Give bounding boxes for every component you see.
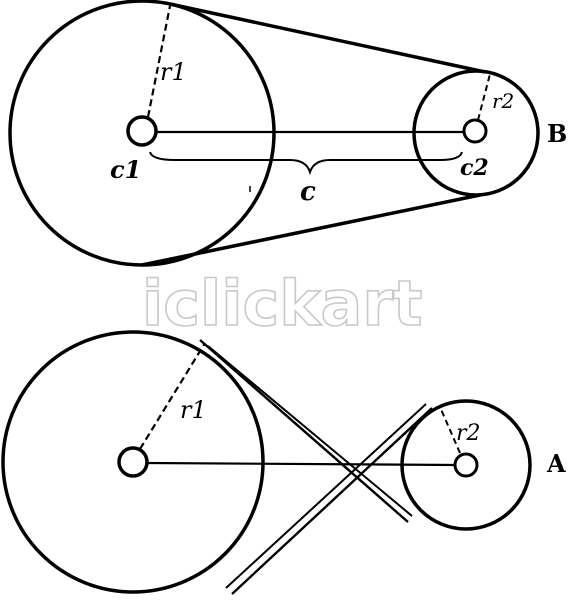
- open-radius-1: [146, 5, 172, 118]
- open-label-c2: c2: [460, 155, 489, 181]
- crossed-large-pulley: [1, 330, 265, 594]
- crossed-small-hub: [453, 452, 479, 478]
- crossed-belt-2b: [225, 403, 427, 589]
- crossed-label-A: A: [546, 449, 566, 478]
- open-belt-figure: r1 r2 c1 c2 c B: [8, 0, 567, 267]
- crossed-label-r1: r1: [180, 396, 207, 424]
- open-label-B: B: [547, 119, 567, 148]
- crossed-center-line: [146, 461, 456, 467]
- open-label-c1: c1: [110, 155, 141, 184]
- open-belt-bottom: [141, 193, 481, 267]
- open-label-c: c: [300, 177, 316, 207]
- open-large-hub: [126, 115, 158, 147]
- open-label-r1: r1: [160, 58, 187, 86]
- open-label-r2: r2: [492, 89, 514, 113]
- open-small-hub: [462, 118, 488, 144]
- crossed-belt-1b: [207, 345, 413, 517]
- crossed-belt-figure: r1 r2 A: [1, 330, 566, 595]
- crossed-radius-2: [439, 406, 461, 454]
- crossed-belt-2a: [231, 407, 433, 595]
- crossed-label-r2: r2: [456, 421, 481, 446]
- crossed-belt-1a: [199, 339, 409, 523]
- crossed-large-hub: [117, 446, 149, 478]
- open-belt-top: [169, 2, 486, 74]
- crossed-radius-1: [139, 342, 206, 450]
- watermark-text: iclickart: [142, 267, 423, 340]
- open-radius-2: [477, 73, 491, 121]
- watermark: iclickart: [141, 266, 423, 341]
- open-distance-brace: [149, 151, 463, 176]
